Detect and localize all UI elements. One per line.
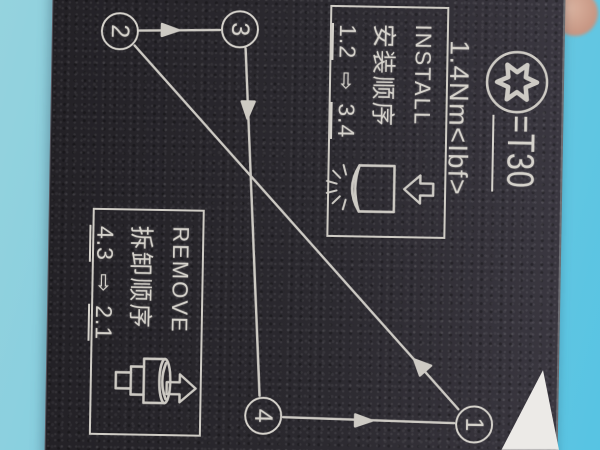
torx-size-label: =T30 bbox=[491, 114, 542, 193]
arrow-line-1-to-2 bbox=[133, 44, 460, 411]
pull-up-arrow-icon bbox=[165, 373, 197, 404]
remove-seq-start: 4.3 bbox=[88, 224, 119, 263]
arrowhead-3-to-4 bbox=[240, 100, 256, 120]
remove-subtitle-cn: 拆卸顺序 bbox=[125, 225, 155, 330]
remove-sequence: 4.3 ⇨ 2.1 bbox=[87, 224, 119, 433]
instruction-plate: =T30 1.4Nm<Ibf> INSTALL 安装顺序 1.2 ⇨ 3.4 R… bbox=[44, 0, 566, 450]
install-title: INSTALL bbox=[409, 24, 437, 127]
install-seq-start: 1.2 bbox=[331, 22, 362, 61]
sequence-arrows bbox=[133, 22, 460, 428]
install-box: INSTALL 安装顺序 1.2 ⇨ 3.4 bbox=[326, 4, 450, 239]
press-down-arrow-icon bbox=[402, 174, 435, 205]
right-white-arrow-icon: ⇨ bbox=[91, 273, 117, 294]
bolt-number: 3 bbox=[226, 22, 255, 37]
torx-star-icon bbox=[485, 50, 549, 114]
remove-title: REMOVE bbox=[166, 226, 194, 334]
install-sequence: 1.2 ⇨ 3.4 bbox=[330, 22, 362, 235]
arrowhead-4-to-1 bbox=[353, 413, 374, 428]
bolt-number: 1 bbox=[460, 417, 489, 432]
bolt-side-view-icon bbox=[114, 357, 172, 405]
arrowhead-2-to-3 bbox=[160, 22, 181, 38]
arrowhead-1-to-2 bbox=[412, 358, 433, 377]
bolt-number: 4 bbox=[249, 408, 278, 424]
bolt-head-impact-icon bbox=[325, 163, 396, 214]
remove-seq-end: 2.1 bbox=[87, 303, 118, 342]
right-white-arrow-icon: ⇨ bbox=[333, 71, 360, 92]
install-seq-end: 3.4 bbox=[330, 102, 360, 140]
remove-box: REMOVE 拆卸顺序 4.3 ⇨ 2.1 bbox=[87, 207, 205, 437]
plate-line-art bbox=[114, 22, 549, 428]
bolt-number: 2 bbox=[106, 24, 135, 39]
install-subtitle-cn: 安装顺序 bbox=[368, 23, 398, 129]
